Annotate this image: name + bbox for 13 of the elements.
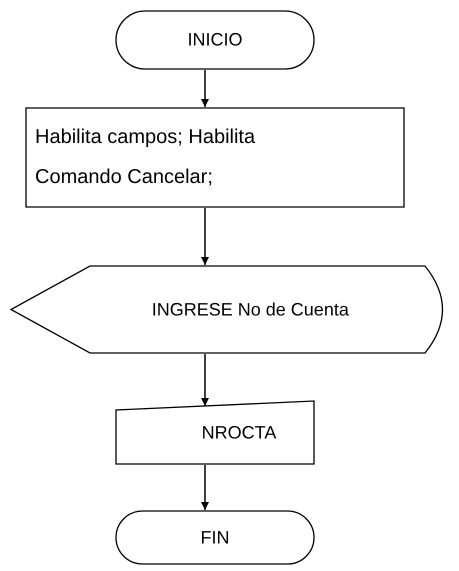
node-text: INICIO <box>188 30 242 50</box>
arrow <box>201 70 209 107</box>
terminator-shape <box>115 510 315 565</box>
process-box <box>25 107 405 208</box>
arrow <box>201 465 209 510</box>
node-text: INGRESE No de Cuenta <box>152 299 349 320</box>
node-text: FIN <box>200 527 230 548</box>
terminator-shape <box>115 10 315 70</box>
node-text: Habilita campos; Habilita Comando Cancelar; <box>35 125 256 190</box>
arrow <box>201 208 209 265</box>
node-text: NROCTA <box>202 422 276 443</box>
manual-input-shape <box>115 400 315 465</box>
arrow <box>201 354 209 406</box>
